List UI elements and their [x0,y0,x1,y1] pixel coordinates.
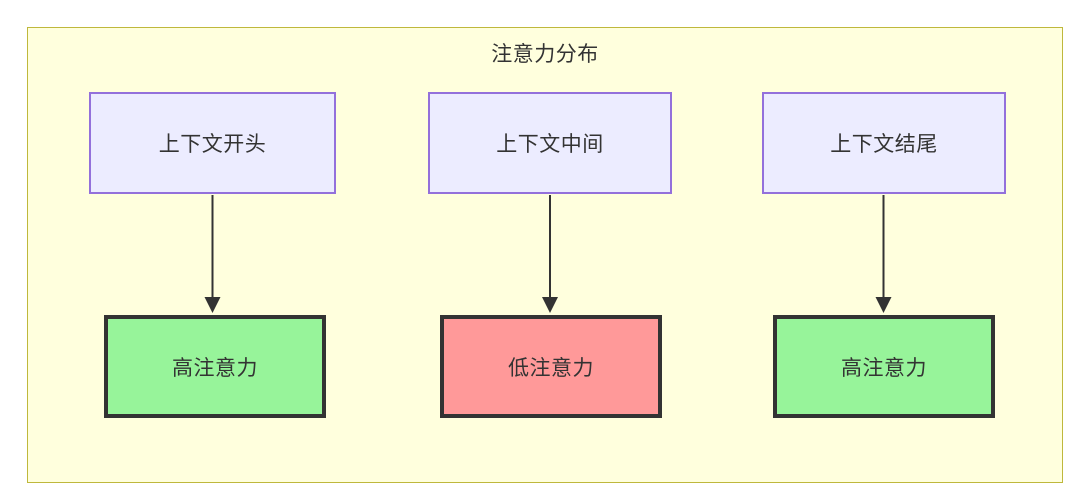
node-context-end[interactable]: 上下文结尾 [762,92,1006,194]
node-context-middle[interactable]: 上下文中间 [428,92,672,194]
node-low-attention-middle-label: 低注意力 [508,356,594,380]
node-low-attention-middle[interactable]: 低注意力 [440,315,662,418]
node-context-end-label: 上下文结尾 [830,133,938,156]
node-context-start[interactable]: 上下文开头 [89,92,336,194]
node-high-attention-start[interactable]: 高注意力 [104,315,326,418]
node-high-attention-end[interactable]: 高注意力 [773,315,995,418]
node-context-start-label: 上下文开头 [158,133,267,156]
node-high-attention-end-label: 高注意力 [841,356,927,380]
node-context-middle-label: 上下文中间 [496,133,604,156]
node-high-attention-start-label: 高注意力 [172,356,258,380]
subgraph-title: 注意力分布 [491,43,599,66]
